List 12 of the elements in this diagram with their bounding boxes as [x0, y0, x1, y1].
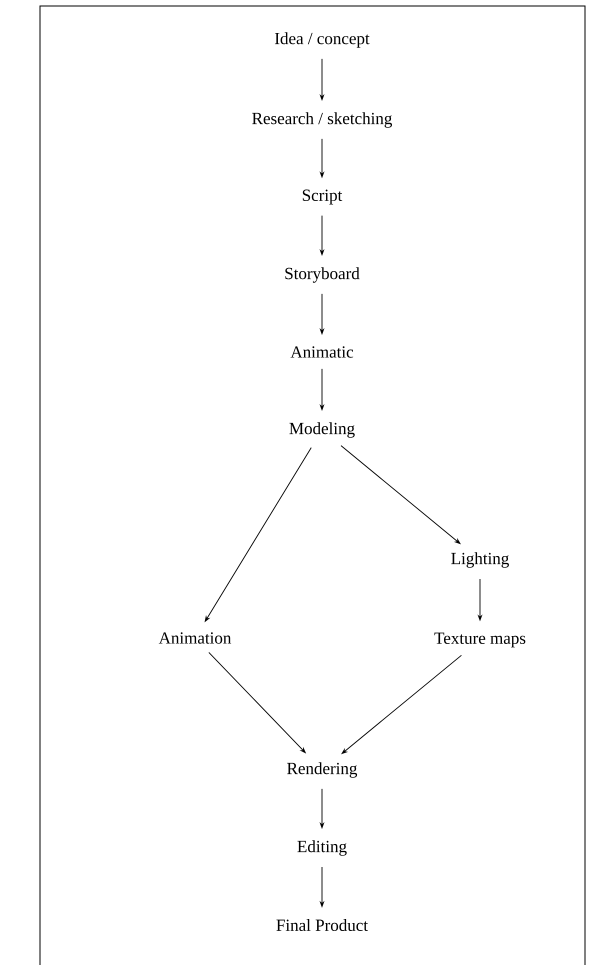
- step-label: Idea / concept: [274, 32, 370, 48]
- step-label: Final Product: [276, 919, 368, 931]
- step-label: Modeling: [289, 422, 355, 438]
- step-label: Animatic: [290, 346, 354, 358]
- step-label: Script: [302, 190, 342, 204]
- step-label: Lighting: [451, 552, 509, 568]
- step-label: Animation: [158, 632, 232, 644]
- step-label: Research / sketching: [252, 112, 392, 128]
- step-label: Texture maps: [434, 632, 526, 648]
- step-label: Rendering: [287, 762, 358, 778]
- step-label: Storyboard: [285, 267, 360, 283]
- step-label: Editing: [297, 840, 347, 856]
